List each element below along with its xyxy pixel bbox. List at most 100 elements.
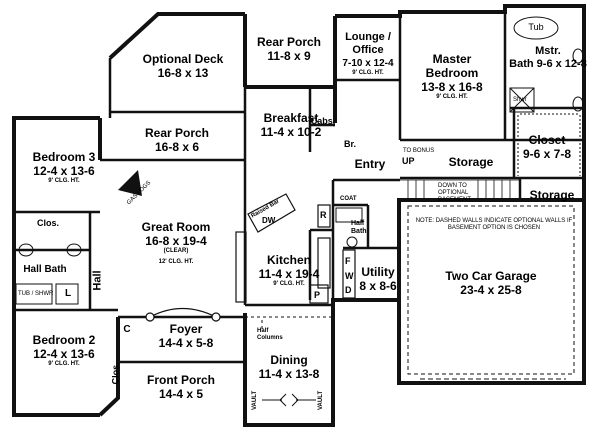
bedroom3-note: 9' CLG. HT.: [48, 178, 80, 185]
lounge-label: Lounge / Office 7-10 x 12-4 9' CLG. HT.: [342, 31, 393, 77]
to-bonus-label: TO BONUS: [403, 148, 435, 154]
closet-size: 9-6 x 7-8: [522, 147, 572, 162]
bedroom3-name: Bedroom 3: [32, 150, 96, 164]
great-room-note: 12' CLG. HT.: [158, 259, 194, 266]
rear-porch-left-name: Rear Porch: [144, 126, 210, 140]
master-bedroom-note: 9' CLG. HT.: [436, 94, 468, 101]
bedroom2-label: Bedroom 2 12-4 x 13-6 9' CLG. HT.: [33, 333, 96, 368]
hall-bath-label: Hall Bath: [23, 264, 67, 275]
lounge-size: 7-10 x 12-4: [342, 57, 394, 69]
p-label: P: [314, 290, 321, 300]
dining-label: Dining 11-4 x 13-8: [259, 353, 320, 381]
great-room-name: Great Room: [141, 220, 211, 234]
optional-deck-size: 16-8 x 13: [157, 66, 209, 81]
mstr-bath-name: Mstr.: [535, 45, 561, 57]
foyer-name: Foyer: [169, 322, 203, 336]
br-label: Br.: [343, 139, 357, 149]
storage-lower-label: Storage: [529, 188, 575, 202]
closet-label: Closet 9-6 x 7-8: [523, 133, 571, 161]
lounge-note: 9' CLG. HT.: [352, 69, 384, 76]
two-car-garage-size: 23-4 x 25-8: [460, 283, 522, 298]
dining-name: Dining: [270, 353, 308, 367]
rear-porch-left-size: 16-8 x 6: [154, 140, 200, 155]
foyer-label: Foyer 14-4 x 5-8: [159, 322, 214, 350]
optional-dashed-walls: [407, 205, 575, 375]
rear-porch-left-label: Rear Porch 16-8 x 6: [145, 126, 209, 154]
rear-porch-top-label: Rear Porch 11-8 x 9: [257, 35, 321, 63]
vault-left-label: VAULT: [252, 390, 259, 410]
cabs-label: Cabs.: [310, 116, 336, 126]
clos-bed3-label: Clos.: [36, 218, 60, 228]
master-bedroom-name: Master: [432, 52, 472, 66]
half-columns-label: Half Columns: [257, 328, 283, 341]
rear-porch-top-name: Rear Porch: [256, 35, 322, 49]
dw-label: DW: [262, 216, 276, 225]
r-label: R: [320, 210, 327, 220]
fireplace: [118, 170, 142, 196]
f-label: F: [345, 256, 351, 266]
closet-name: Closet: [528, 133, 566, 147]
half-bath-label: Half Bath: [351, 220, 367, 236]
tub-shwr-label: TUB / SHWR: [18, 291, 54, 297]
mstr-bath-label: Mstr. Bath 9-6 x 12-8: [509, 45, 587, 71]
l-label: L: [65, 288, 72, 299]
mstr-bath-size: 9-6 x 12-8: [536, 57, 587, 70]
closet-shelving: [517, 113, 581, 176]
kitchen-note: 9' CLG. HT.: [273, 281, 305, 288]
utility-name: Utility: [361, 265, 395, 279]
front-porch-name: Front Porch: [147, 373, 215, 387]
w-label: W: [345, 271, 354, 281]
interior-walls: [14, 12, 584, 364]
foyer-size: 14-4 x 5-8: [158, 336, 214, 351]
kitchen-counters: [235, 193, 356, 304]
shwr-label: Shwr: [513, 97, 527, 103]
vault-arrows: [262, 393, 316, 407]
bedroom2-name: Bedroom 2: [32, 333, 96, 347]
front-porch-size: 14-4 x 5: [158, 387, 204, 402]
great-room-clear: (CLEAR): [163, 248, 189, 255]
dining-size: 11-4 x 13-8: [258, 367, 320, 382]
hall-label: Hall: [91, 270, 104, 291]
bedroom3-size: 12-4 x 13-6: [33, 164, 95, 179]
stairs: [400, 179, 520, 200]
two-car-garage-label: Two Car Garage 23-4 x 25-8: [445, 269, 536, 297]
utility-label: Utility 8 x 8-6: [359, 265, 396, 293]
optional-deck-name: Optional Deck: [142, 52, 224, 66]
rear-porch-top-size: 11-8 x 9: [267, 49, 311, 64]
lounge-name2: Office: [352, 43, 384, 56]
clos-bed2-label: Clos.: [110, 362, 121, 385]
front-porch-label: Front Porch 14-4 x 5: [147, 373, 215, 401]
foyer-arc: [145, 308, 221, 322]
storage-upper-label: Storage: [448, 155, 494, 169]
lounge-name: Lounge /: [345, 31, 391, 43]
tub-label: Tub: [528, 22, 544, 32]
down-basement-label: DOWN TO OPTIONAL BASEMENT: [438, 183, 472, 203]
optional-deck-label: Optional Deck 16-8 x 13: [143, 52, 224, 80]
bath-fixtures: [15, 16, 584, 305]
half-columns-line: [245, 316, 333, 330]
great-room-size: 16-8 x 19-4: [145, 234, 207, 249]
bedroom2-note: 9' CLG. HT.: [48, 361, 80, 368]
coat-label: COAT: [340, 196, 357, 202]
mstr-bath-name2: Bath: [509, 57, 534, 70]
kitchen-size: 11-4 x 19-4: [258, 267, 320, 282]
d-label: D: [345, 285, 352, 295]
up-label: UP: [402, 156, 415, 166]
garage-note: NOTE: DASHED WALLS INDICATE OPTIONAL WAL…: [415, 218, 573, 231]
vault-right-label: VAULT: [318, 390, 325, 410]
breakfast-label: Breakfast 11-4 x 10-2: [261, 111, 322, 139]
kitchen-label: Kitchen 11-4 x 19-4 9' CLG. HT.: [259, 253, 320, 288]
master-bedroom-name2: Bedroom: [425, 66, 479, 81]
great-room-label: Great Room 16-8 x 19-4 (CLEAR) 12' CLG. …: [142, 220, 211, 266]
two-car-garage-name: Two Car Garage: [445, 269, 537, 283]
bedroom3-label: Bedroom 3 12-4 x 13-6 9' CLG. HT.: [33, 150, 96, 185]
utility-size: 8 x 8-6: [359, 279, 397, 294]
breakfast-name: Breakfast: [263, 111, 319, 125]
master-bedroom-label: Master Bedroom 13-8 x 16-8 9' CLG. HT.: [421, 52, 482, 102]
master-bedroom-size: 13-8 x 16-8: [421, 80, 483, 95]
breakfast-size: 11-4 x 10-2: [260, 125, 322, 140]
c-label: C: [123, 324, 131, 335]
bedroom2-size: 12-4 x 13-6: [33, 347, 95, 362]
kitchen-name: Kitchen: [266, 253, 311, 267]
